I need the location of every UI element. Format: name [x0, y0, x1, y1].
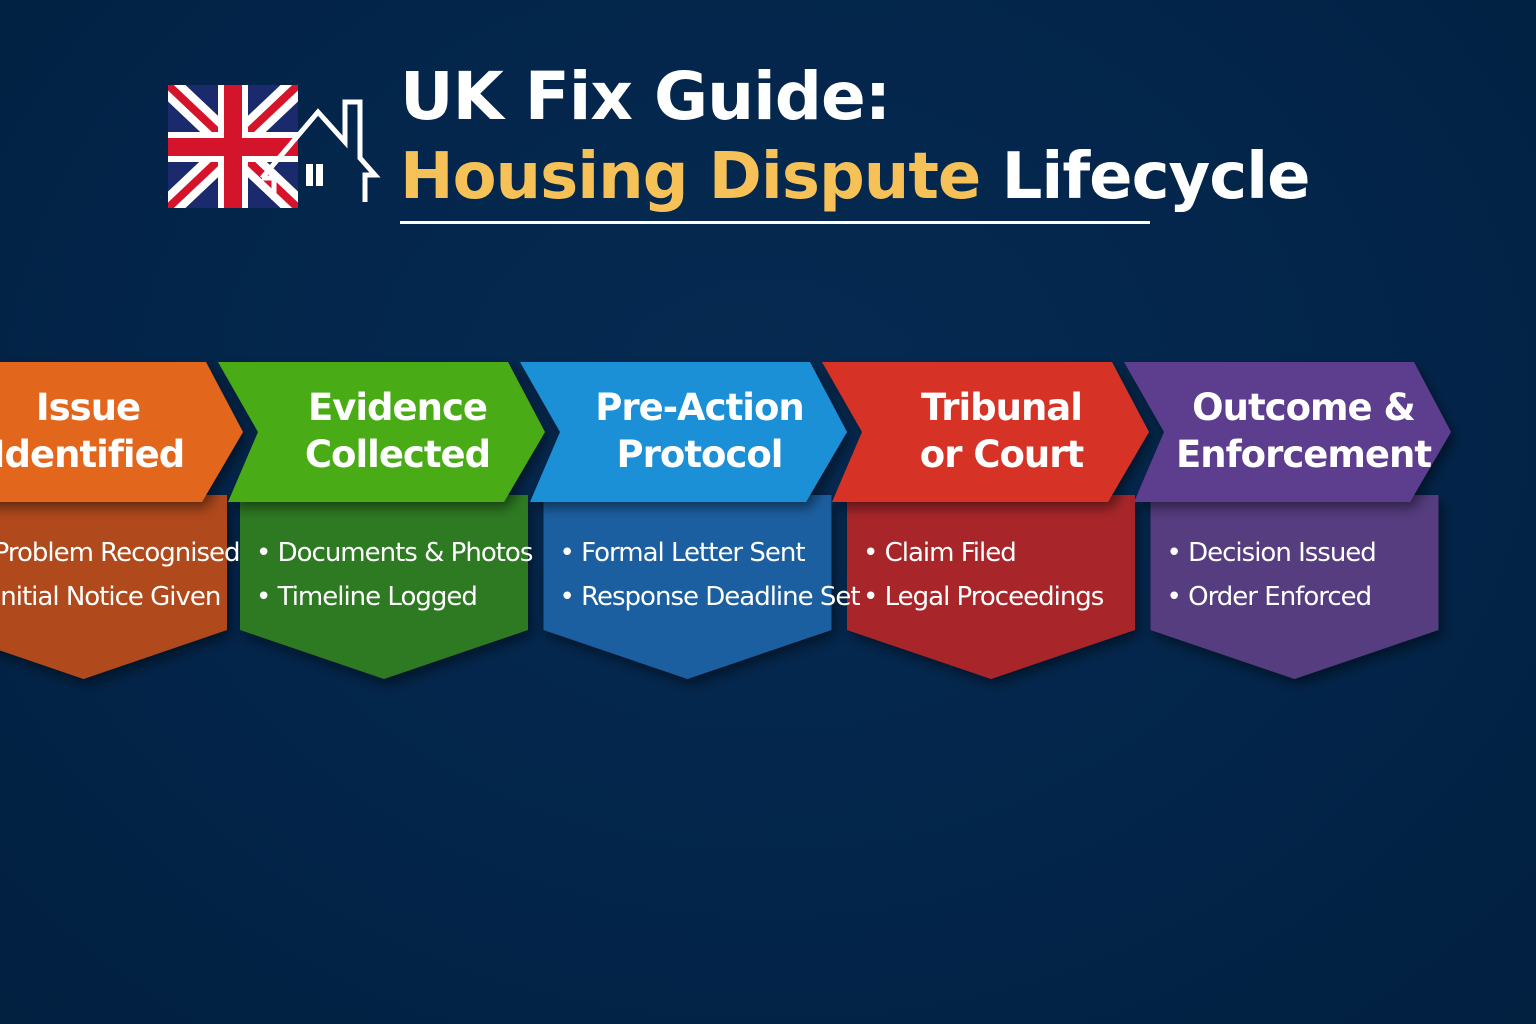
bullet-item: Legal Proceedings	[863, 575, 1105, 619]
stage-bullets: Problem RecognisedInitial Notice Given	[0, 531, 241, 619]
stage-header-chevron	[0, 362, 243, 502]
stage-header-chevron	[218, 362, 545, 502]
stage-bullets: Claim FiledLegal Proceedings	[863, 531, 1105, 619]
bullet-item: Problem Recognised	[0, 531, 241, 575]
title-rest: Lifecycle	[980, 140, 1311, 214]
title-line-2: Housing Dispute Lifecycle	[400, 140, 1311, 214]
title-accent: Housing Dispute	[400, 140, 981, 214]
union-jack-house-logo	[160, 80, 385, 219]
stage-bullets: Formal Letter SentResponse Deadline Set	[560, 531, 860, 619]
stage-header-chevron	[1124, 362, 1451, 502]
stage-bullets: Decision IssuedOrder Enforced	[1167, 531, 1377, 619]
bullet-item: Initial Notice Given	[0, 575, 240, 619]
bullet-item: Documents & Photos	[256, 531, 534, 575]
bullet-item: Claim Filed	[863, 531, 1103, 575]
stage-header-chevron	[822, 362, 1149, 502]
bullet-item: Formal Letter Sent	[560, 531, 860, 575]
stage-title: Outcome &Enforcement	[1175, 386, 1432, 476]
stage-header-chevron	[520, 362, 847, 502]
stage-bullets: Documents & PhotosTimeline Logged	[256, 531, 534, 619]
title-underline	[400, 221, 1150, 224]
title-line-1: UK Fix Guide:	[400, 58, 891, 135]
house-outline-icon	[260, 99, 381, 202]
bullet-item: Order Enforced	[1167, 575, 1376, 619]
bullet-item: Decision Issued	[1167, 531, 1377, 575]
bullet-item: Response Deadline Set	[560, 575, 860, 619]
bullet-item: Timeline Logged	[256, 575, 532, 619]
